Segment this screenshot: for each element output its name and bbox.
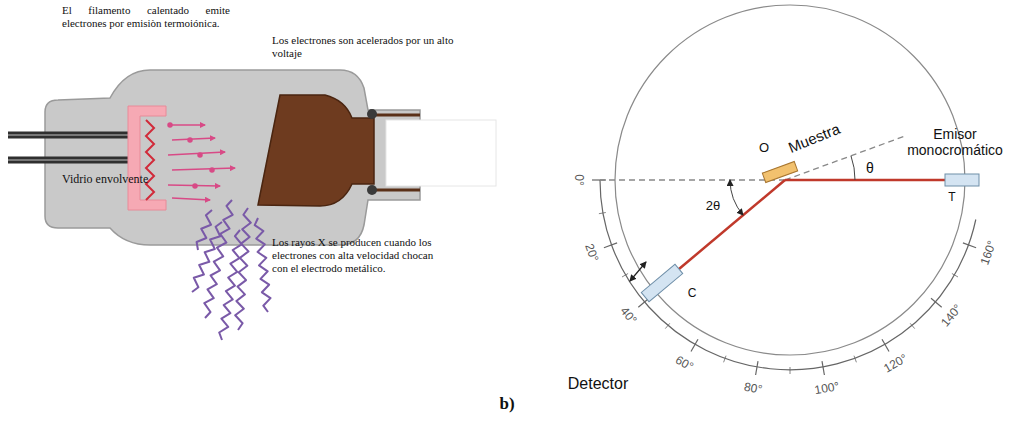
scale-number: 120° xyxy=(882,351,910,375)
scale-tick xyxy=(790,367,791,374)
scale-number: 140° xyxy=(939,302,966,330)
xray-wave xyxy=(192,222,222,292)
part-label: Detector xyxy=(568,375,628,393)
xray-tube xyxy=(8,70,496,340)
point-label: T xyxy=(948,191,955,205)
scale-tick xyxy=(756,361,758,375)
scale-tick xyxy=(724,356,726,363)
part-label: Muestra xyxy=(786,120,843,156)
scale-tick xyxy=(822,361,824,375)
electron-beam xyxy=(168,123,235,200)
reference-line xyxy=(600,179,785,180)
xray-waves xyxy=(192,200,271,340)
part-label: Emisor monocromático xyxy=(899,126,1011,158)
seal xyxy=(367,185,377,195)
angle-label: 2θ xyxy=(706,199,720,214)
xray-wave xyxy=(255,218,271,312)
scale-tick xyxy=(931,298,942,307)
scale-tick xyxy=(691,339,698,351)
angle-scale xyxy=(592,180,976,375)
lead-wire-core xyxy=(8,134,130,136)
angle-label: θ xyxy=(866,160,874,176)
annotation-note: Los rayos X se producen cuando los elect… xyxy=(272,236,434,276)
scale-number: 40° xyxy=(616,305,638,328)
cathode-cup xyxy=(128,106,166,210)
diffractometer xyxy=(592,5,979,375)
filament xyxy=(146,120,154,200)
lead-wire xyxy=(8,132,130,139)
scale-tick xyxy=(963,243,976,248)
scale-number: 20° xyxy=(581,242,600,264)
scale-tick xyxy=(854,356,856,363)
xray-wave xyxy=(235,208,251,330)
xray-wave xyxy=(197,210,212,250)
lead-wire-core xyxy=(8,159,130,161)
incident-beam xyxy=(785,179,945,182)
anode xyxy=(258,95,374,206)
point-label: O xyxy=(759,141,769,156)
scale-tick xyxy=(910,323,915,328)
anode-tube xyxy=(374,114,420,117)
annotation-note: El filamento calentado emite electrones … xyxy=(62,4,230,30)
point-label: C xyxy=(688,287,697,301)
scale-tick xyxy=(604,243,617,248)
scale-tick xyxy=(622,274,628,278)
xray-wave xyxy=(219,230,242,340)
figure-caption: b) xyxy=(499,394,514,414)
scale-tick xyxy=(665,323,670,328)
scale-number: 160° xyxy=(978,238,999,266)
scale-number: 80° xyxy=(743,380,763,397)
cover-patch xyxy=(386,120,496,186)
scale-tick xyxy=(952,274,958,278)
anode-tube xyxy=(374,189,420,192)
lead-wire xyxy=(8,157,130,164)
detector xyxy=(641,264,682,301)
detector-motion-arrow xyxy=(630,262,646,281)
goniometer-circle xyxy=(615,5,965,355)
emitter xyxy=(945,174,979,186)
part-label: Vidrio envolvente xyxy=(62,172,148,186)
seal xyxy=(367,109,377,119)
annotation-note: Los electrones son acelerados por un alt… xyxy=(272,34,477,60)
scale-number: 100° xyxy=(813,380,840,398)
scale-tick xyxy=(599,213,606,214)
theta-arc xyxy=(851,156,855,180)
two-theta-arc xyxy=(730,180,743,215)
sample xyxy=(762,161,797,182)
diffracted-beam xyxy=(679,180,785,269)
scale-number: 60° xyxy=(673,353,696,374)
scale-number: 0° xyxy=(571,174,585,185)
scale-arc xyxy=(600,180,976,370)
scale-tick xyxy=(882,339,889,351)
